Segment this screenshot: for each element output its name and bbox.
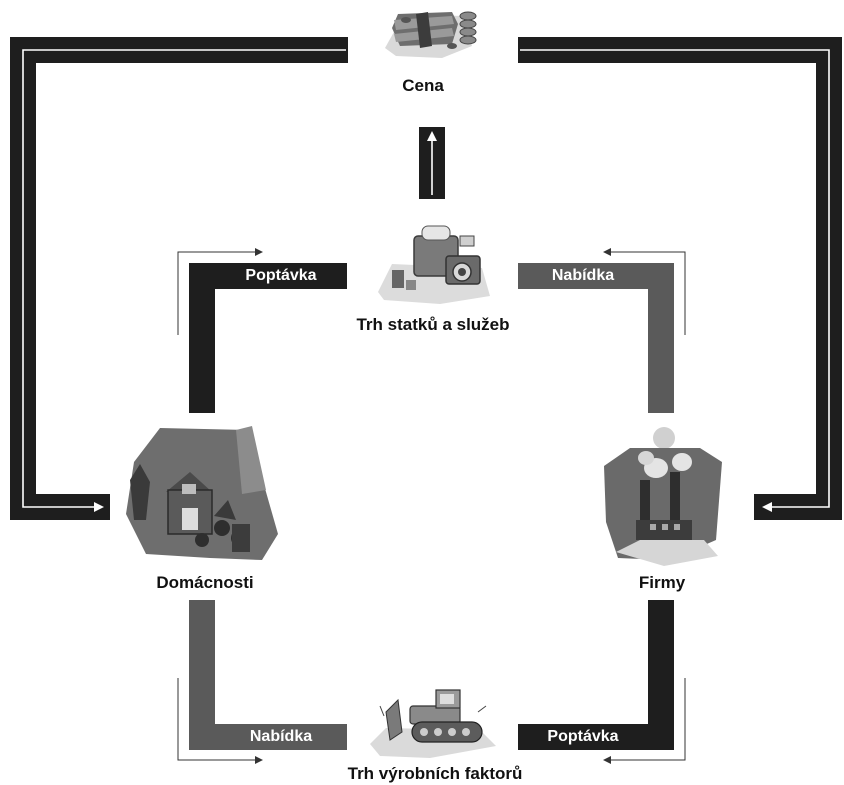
price-label: Cena: [402, 76, 444, 95]
price-arrow: [419, 127, 445, 199]
house-icon: [126, 426, 278, 560]
flow-label-top-right: Nabídka: [551, 267, 615, 284]
flow-label-top-left: Poptávka: [245, 267, 317, 284]
appliances-icon: [378, 225, 490, 304]
band-bottom-right: [518, 600, 686, 764]
firms-label: Firmy: [638, 573, 686, 592]
factor-market-label: Trh výrobních faktorů: [347, 764, 523, 783]
households-label: Domácnosti: [156, 573, 254, 592]
factory-icon: [604, 427, 722, 566]
money-stack-icon: [385, 11, 477, 58]
outer-right-loop: [518, 37, 842, 520]
flow-label-bottom-right: Poptávka: [547, 728, 619, 745]
band-bottom-left: [177, 600, 347, 764]
band-top-right: [518, 248, 686, 413]
outer-left-loop: [10, 37, 348, 520]
bulldozer-icon: [370, 689, 496, 758]
flow-label-bottom-left: Nabídka: [249, 728, 313, 745]
goods-market-label: Trh statků a služeb: [356, 315, 510, 334]
band-top-left: [177, 248, 347, 413]
